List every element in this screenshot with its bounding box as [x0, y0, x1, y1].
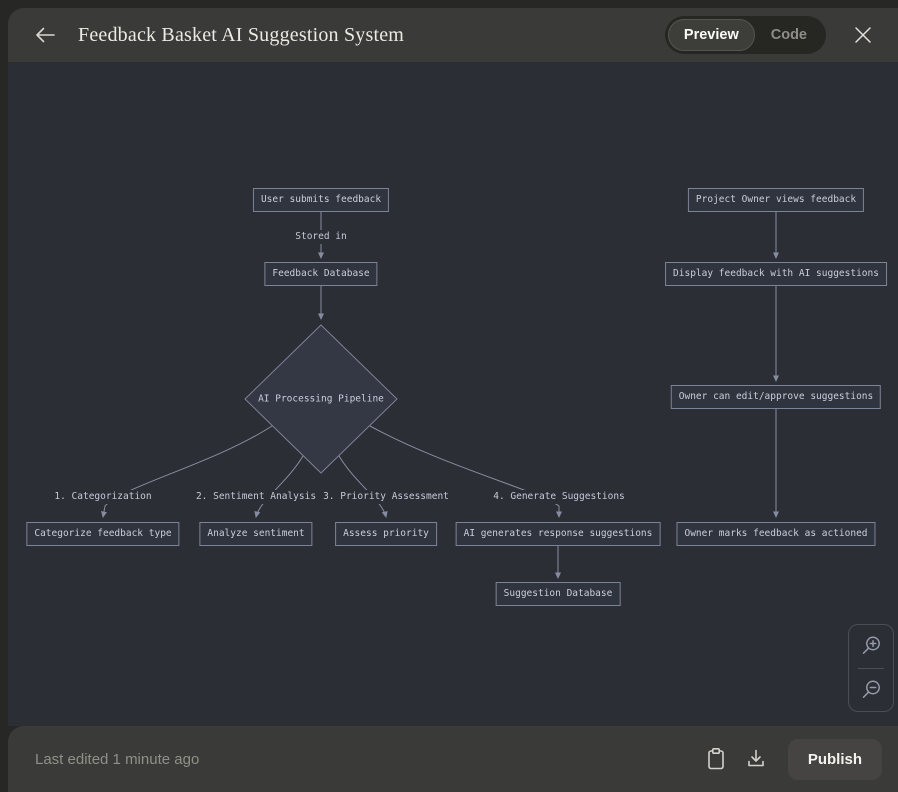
last-edited-status: Last edited 1 minute ago — [35, 750, 200, 768]
node-suggestion-database: Suggestion Database — [495, 582, 621, 606]
edge-label-stored-in: Stored in — [291, 230, 351, 244]
left-arrow-icon — [36, 27, 55, 43]
tab-preview[interactable]: Preview — [667, 19, 755, 51]
node-feedback-database: Feedback Database — [264, 262, 378, 286]
clipboard-icon — [708, 747, 724, 770]
edge-label-generate: 4. Generate Suggestions — [489, 490, 629, 504]
edge-label-categorization: 1. Categorization — [50, 490, 156, 504]
zoom-divider — [858, 667, 884, 669]
node-ai-generates: AI generates response suggestions — [455, 522, 661, 546]
back-button[interactable] — [30, 21, 60, 49]
node-owner-marks: Owner marks feedback as actioned — [676, 522, 876, 546]
node-owner-edit: Owner can edit/approve suggestions — [670, 385, 882, 409]
node-owner-views: Project Owner views feedback — [687, 188, 865, 212]
copy-button[interactable] — [696, 739, 736, 779]
edge-label-sentiment: 2. Sentiment Analysis — [191, 490, 321, 504]
view-toggle: Preview Code — [664, 16, 826, 54]
zoom-out-button[interactable] — [849, 669, 893, 712]
node-user-submits: User submits feedback — [252, 188, 390, 212]
footer-bar: Last edited 1 minute ago Publish — [8, 726, 898, 792]
download-button[interactable] — [736, 739, 776, 779]
edge-label-priority: 3. Priority Assessment — [319, 490, 453, 504]
header-bar: Feedback Basket AI Suggestion System Pre… — [8, 8, 898, 62]
zoom-controls — [848, 624, 894, 712]
download-icon — [748, 749, 764, 767]
magnifier-minus-icon — [862, 680, 880, 698]
tab-code[interactable]: Code — [755, 19, 823, 51]
close-button[interactable] — [850, 22, 876, 48]
node-assess: Assess priority — [335, 522, 437, 546]
zoom-in-button[interactable] — [849, 625, 893, 668]
node-analyze: Analyze sentiment — [199, 522, 313, 546]
diagram-canvas[interactable]: Stored in 1. Categorization 2. Sentiment… — [8, 62, 898, 726]
node-categorize: Categorize feedback type — [26, 522, 180, 546]
publish-button[interactable]: Publish — [787, 738, 882, 780]
page-title: Feedback Basket AI Suggestion System — [78, 23, 405, 46]
node-pipeline-diamond — [244, 324, 398, 474]
close-icon — [855, 27, 871, 43]
magnifier-plus-icon — [862, 636, 880, 655]
node-display-feedback: Display feedback with AI suggestions — [665, 262, 887, 286]
node-pipeline-label: AI Processing Pipeline — [258, 393, 384, 405]
